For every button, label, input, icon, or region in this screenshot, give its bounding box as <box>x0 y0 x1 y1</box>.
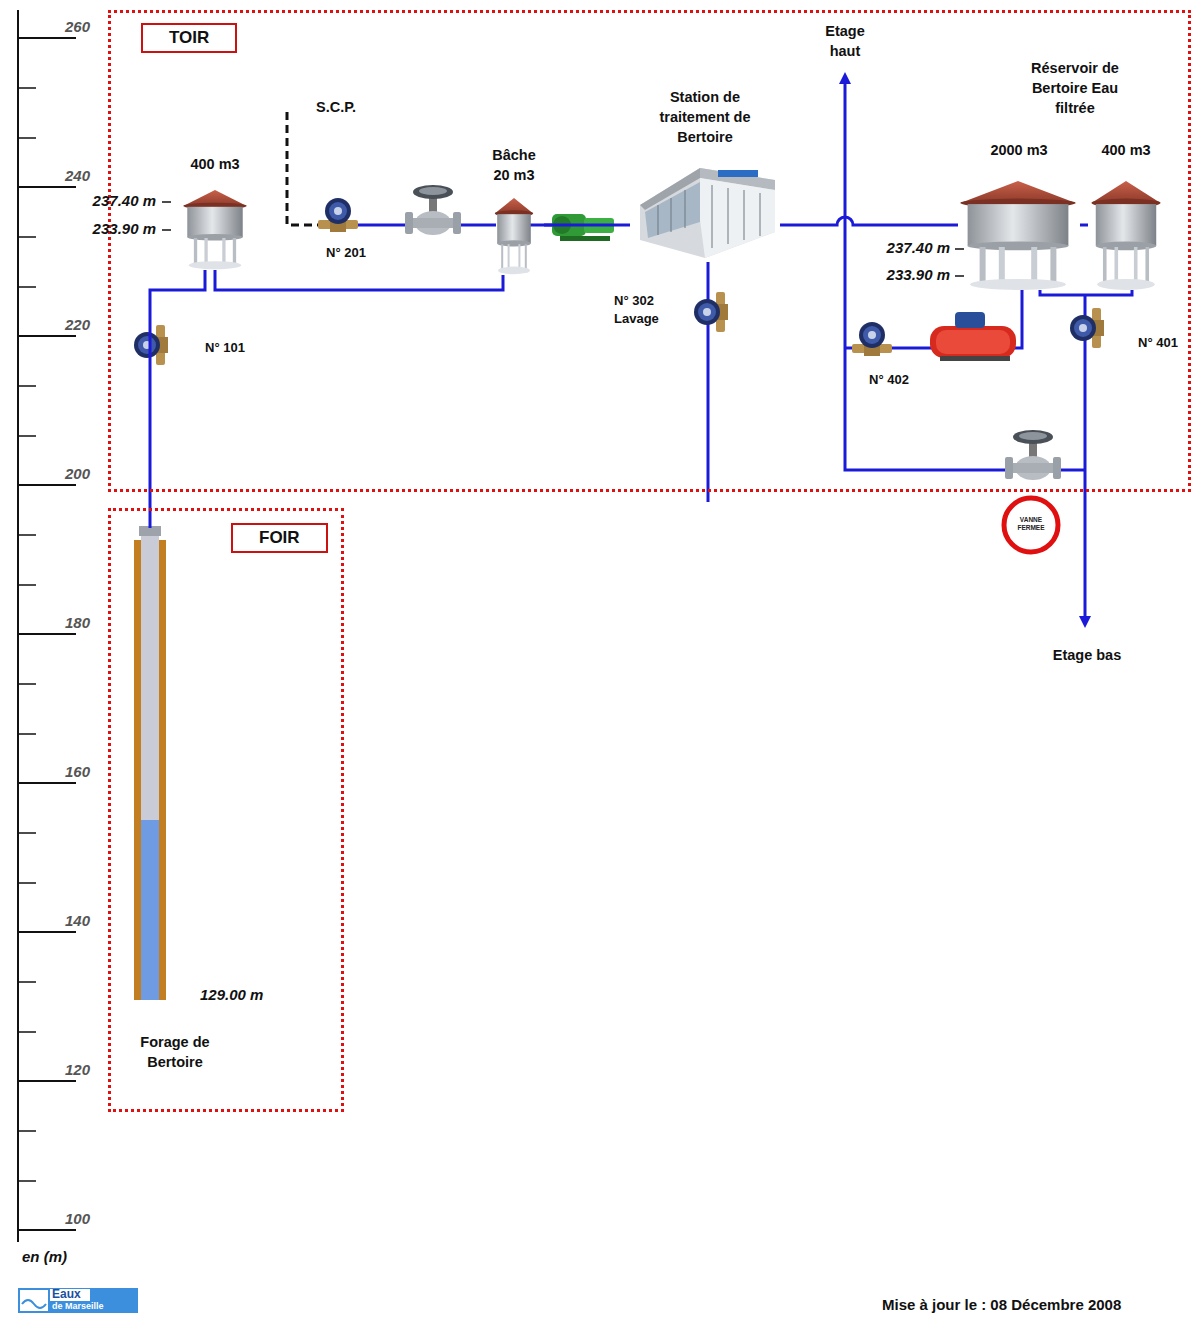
level-value: 233.90 m <box>887 266 950 284</box>
meter-number: N° 101 <box>205 339 245 357</box>
gate-valve <box>1005 430 1061 480</box>
water-tower <box>960 181 1075 290</box>
water-pipe <box>780 217 958 225</box>
borehole <box>134 526 166 1000</box>
level-value: 237.40 m <box>887 239 950 257</box>
node-text-row: 2000 m3 <box>958 140 1080 160</box>
region-title: TOIR <box>141 23 237 53</box>
node-label: Station de traitement de Bertoire <box>657 87 753 147</box>
water-tower <box>495 198 533 274</box>
closed-valve-sign <box>1004 498 1058 552</box>
meter-number: N° 302 <box>614 292 654 310</box>
water-meter <box>1070 308 1104 348</box>
meter-number: N° 402 <box>869 371 909 389</box>
tank-node: Station de traitement de Bertoire <box>630 85 780 262</box>
level-value: 233.90 m <box>93 220 156 238</box>
callout-note: S.C.P. <box>316 97 356 117</box>
flow-arrow <box>839 72 1091 628</box>
node-text-row: Bâche 20 m3 <box>484 145 544 185</box>
unit-label: en (m) <box>22 1248 67 1266</box>
node-text-row: Station de traitement de Bertoire <box>630 87 780 147</box>
node-label: 400 m3 <box>190 154 239 174</box>
water-pipe <box>1080 224 1088 227</box>
node-label: Forage de Bertoire <box>127 1032 223 1072</box>
treatment-building <box>640 168 775 258</box>
scale-number: 200 <box>65 465 90 483</box>
booster-pump <box>930 312 1016 361</box>
scp-dashed-line <box>287 112 322 225</box>
scale-number: 220 <box>65 316 90 334</box>
valve-state: VANNE FERMEE <box>1011 516 1051 532</box>
depth-value: 129.00 m <box>200 986 263 1004</box>
node-text-row: 400 m3 <box>180 154 250 174</box>
water-tower <box>183 190 246 269</box>
scale-number: 100 <box>65 1210 90 1228</box>
logo-text: de Marseille <box>52 1301 104 1311</box>
outlet-label: Etage bas <box>1052 645 1122 665</box>
water-tower <box>1091 181 1160 290</box>
transfer-pump <box>552 214 614 241</box>
region-frame: TOIR 400 m3 Bâche 20 m3 Station de traiteme… <box>108 10 1191 492</box>
region-title: FOIR <box>231 523 328 553</box>
node-label: 2000 m3 <box>990 140 1047 160</box>
water-meter <box>318 198 358 232</box>
tank-node: 2000 m3 <box>958 138 1080 291</box>
scale-number: 260 <box>65 18 90 36</box>
scale-number: 120 <box>65 1061 90 1079</box>
logo-text: Eaux <box>52 1288 81 1301</box>
water-pipe <box>215 270 503 290</box>
tank-node: Bâche 20 m3 <box>484 143 544 275</box>
scale-number: 240 <box>65 167 90 185</box>
node-text-row: 400 m3 <box>1088 140 1164 160</box>
outlet-label: Etage haut <box>810 21 880 61</box>
meter-number: N° 401 <box>1138 334 1178 352</box>
scale-number: 140 <box>65 912 90 930</box>
gate-valve <box>405 185 461 235</box>
node-text-row: Forage de Bertoire <box>122 1032 228 1072</box>
pipe <box>336 82 1132 618</box>
node-label: 400 m3 <box>1101 140 1150 160</box>
meter-number: N° 201 <box>326 244 366 262</box>
logo <box>18 1288 138 1313</box>
tank-node: 400 m3 <box>180 150 250 270</box>
water-meter <box>694 292 728 332</box>
meter-purpose: Lavage <box>614 310 659 328</box>
reservoir-title: Réservoir de Bertoire Eau filtrée <box>1013 58 1137 118</box>
water-pipe <box>544 224 630 227</box>
scale-number: 180 <box>65 614 90 632</box>
tank-node: 400 m3 <box>1088 138 1164 291</box>
level-value: 237.40 m <box>93 192 156 210</box>
water-meter <box>852 322 892 356</box>
update-date: Mise à jour le : 08 Décembre 2008 <box>882 1296 1121 1314</box>
node-label: Bâche 20 m3 <box>488 145 540 185</box>
region-frame: FOIR Forage de Bertoire <box>108 508 344 1112</box>
scale-number: 160 <box>65 763 90 781</box>
